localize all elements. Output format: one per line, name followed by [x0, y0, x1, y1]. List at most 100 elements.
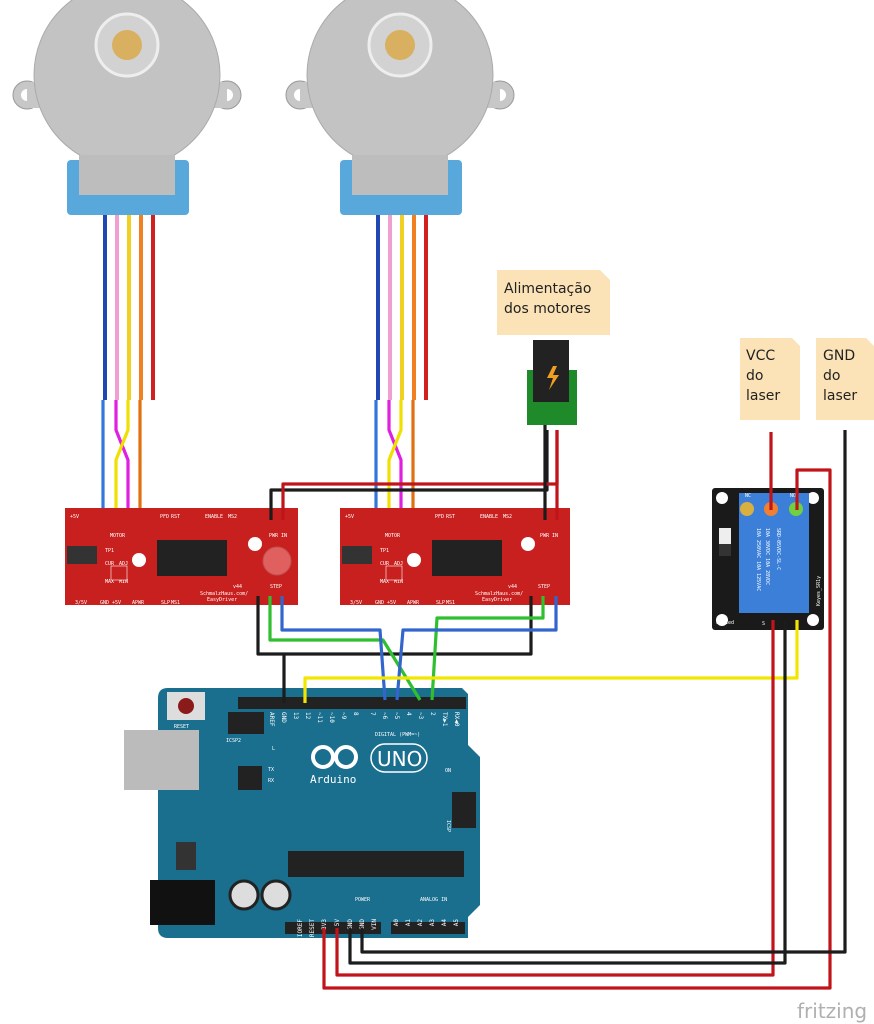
svg-text:TP1: TP1: [380, 548, 389, 554]
svg-text:SRD-05VDC-SL-C: SRD-05VDC-SL-C: [775, 528, 781, 570]
svg-text:GND: GND: [375, 600, 384, 606]
svg-text:v44: v44: [233, 584, 242, 590]
svg-text:TX: TX: [268, 767, 274, 773]
arduino-uno: RESET ICSP2 DIGITAL (PWM=~) L TX RX ON A…: [124, 688, 480, 938]
svg-text:PFD: PFD: [160, 514, 169, 520]
digital-pin-label: AREF: [268, 712, 275, 727]
svg-text:TP1: TP1: [105, 548, 114, 554]
svg-text:CUR: CUR: [105, 561, 115, 567]
svg-text:MOTOR: MOTOR: [385, 533, 401, 539]
stepper-motor-2: [284, 0, 516, 402]
svg-text:3/5V: 3/5V: [75, 600, 87, 606]
svg-text:ICSP2: ICSP2: [226, 738, 241, 744]
digital-pin-label: 12: [304, 712, 311, 720]
analog-pin-label: A1: [405, 919, 412, 927]
analog-pin-label: A2: [417, 919, 424, 927]
svg-text:POWER: POWER: [355, 897, 371, 903]
stepper-motor-1: [11, 0, 243, 402]
svg-text:10A 30VDC 10A 28VDC: 10A 30VDC 10A 28VDC: [764, 528, 770, 585]
svg-text:+5V: +5V: [345, 514, 354, 520]
svg-text:Alimentação: Alimentação: [504, 281, 591, 297]
svg-text:RST: RST: [446, 514, 455, 520]
svg-text:L: L: [272, 746, 275, 752]
svg-text:APWR: APWR: [132, 600, 145, 606]
svg-text:SLP: SLP: [161, 600, 170, 606]
digital-pin-label: 4: [405, 712, 412, 716]
svg-text:do: do: [746, 368, 763, 384]
svg-text:dos motores: dos motores: [504, 301, 591, 317]
analog-pin-label: A4: [441, 919, 448, 927]
easydriver-2: +5V MOTOR PFD RST ENABLE MS2 PWR IN TP1 …: [340, 508, 570, 606]
easydriver-1: +5V MOTOR PFD RST ENABLE MS2 PWR IN TP1 …: [65, 508, 298, 606]
note-laser-vcc: VCC do laser: [740, 338, 800, 420]
svg-text:+5V: +5V: [387, 600, 396, 606]
svg-text:MS2: MS2: [503, 514, 512, 520]
digital-pin-label: ~11: [316, 712, 323, 723]
digital-pin-label: GND: [280, 712, 287, 723]
svg-text:do: do: [823, 368, 840, 384]
svg-text:MAX: MAX: [380, 579, 389, 585]
digital-pin-label: 13: [292, 712, 299, 720]
fritzing-watermark: fritzing: [797, 999, 867, 1023]
svg-text:ON Led: ON Led: [716, 620, 734, 626]
svg-text:MAX: MAX: [105, 579, 114, 585]
svg-text:DIGITAL (PWM=~): DIGITAL (PWM=~): [375, 732, 420, 738]
svg-text:Arduino: Arduino: [310, 773, 356, 786]
note-laser-gnd: GND do laser: [816, 338, 874, 420]
digital-pin-label: 8: [352, 712, 359, 716]
svg-text:ENABLE: ENABLE: [480, 514, 498, 520]
digital-pin-label: 7: [369, 712, 376, 716]
svg-text:PWR IN: PWR IN: [540, 533, 558, 539]
svg-text:MS1: MS1: [171, 600, 180, 606]
svg-text:MS1: MS1: [446, 600, 455, 606]
motor-2-leads: [374, 400, 415, 520]
svg-text:3/5V: 3/5V: [350, 600, 362, 606]
svg-text:CUR: CUR: [380, 561, 390, 567]
svg-text:ADJ: ADJ: [119, 561, 128, 567]
svg-text:SLP: SLP: [436, 600, 445, 606]
svg-text:GND: GND: [100, 600, 109, 606]
svg-text:ON: ON: [445, 768, 451, 774]
svg-text:laser: laser: [746, 388, 780, 404]
svg-text:+5V: +5V: [70, 514, 79, 520]
svg-text:STEP: STEP: [538, 584, 550, 590]
svg-text:MIN: MIN: [394, 579, 403, 585]
power-pin-label: GND: [359, 919, 366, 930]
svg-text:S: S: [762, 621, 765, 627]
power-pin-label: RESET: [309, 919, 316, 937]
dc-power-jack: [527, 340, 577, 425]
power-pin-label: IOREF: [297, 919, 304, 937]
wires: [256, 425, 847, 990]
power-pin-label: GND: [347, 919, 354, 930]
svg-text:SchmalzHaus.com/: SchmalzHaus.com/: [200, 591, 248, 597]
svg-text:ICSP: ICSP: [445, 820, 451, 832]
svg-text:UNO: UNO: [377, 747, 422, 771]
svg-text:ANALOG IN: ANALOG IN: [420, 897, 447, 903]
svg-text:Keyes_SR1y: Keyes_SR1y: [816, 576, 822, 606]
svg-text:SchmalzHaus.com/: SchmalzHaus.com/: [475, 591, 523, 597]
svg-text:EasyDriver: EasyDriver: [482, 597, 512, 603]
digital-pin-label: ~9: [340, 712, 347, 720]
svg-text:ENABLE: ENABLE: [205, 514, 223, 520]
svg-text:MS2: MS2: [228, 514, 237, 520]
svg-text:NC: NC: [745, 493, 751, 499]
svg-text:PWR IN: PWR IN: [269, 533, 287, 539]
svg-text:MIN: MIN: [119, 579, 128, 585]
svg-text:RST: RST: [171, 514, 180, 520]
svg-text:ADJ: ADJ: [394, 561, 403, 567]
svg-text:VCC: VCC: [746, 348, 775, 364]
svg-text:MOTOR: MOTOR: [110, 533, 126, 539]
digital-pin-label: ~6: [381, 712, 388, 720]
power-pin-label: 5V: [334, 919, 341, 927]
motor-1-leads: [101, 400, 142, 520]
relay-module: NC NO 10A 250VAC 10A 125VAC 10A 30VDC 10…: [712, 488, 824, 630]
svg-text:STEP: STEP: [270, 584, 282, 590]
digital-pin-label: ~5: [393, 712, 400, 720]
digital-pin-label: RX◀0: [453, 712, 460, 727]
power-pin-label: 3V3: [321, 919, 328, 930]
digital-pin-label: ~10: [328, 712, 335, 723]
digital-pin-label: 2: [429, 712, 436, 716]
svg-text:v44: v44: [508, 584, 517, 590]
